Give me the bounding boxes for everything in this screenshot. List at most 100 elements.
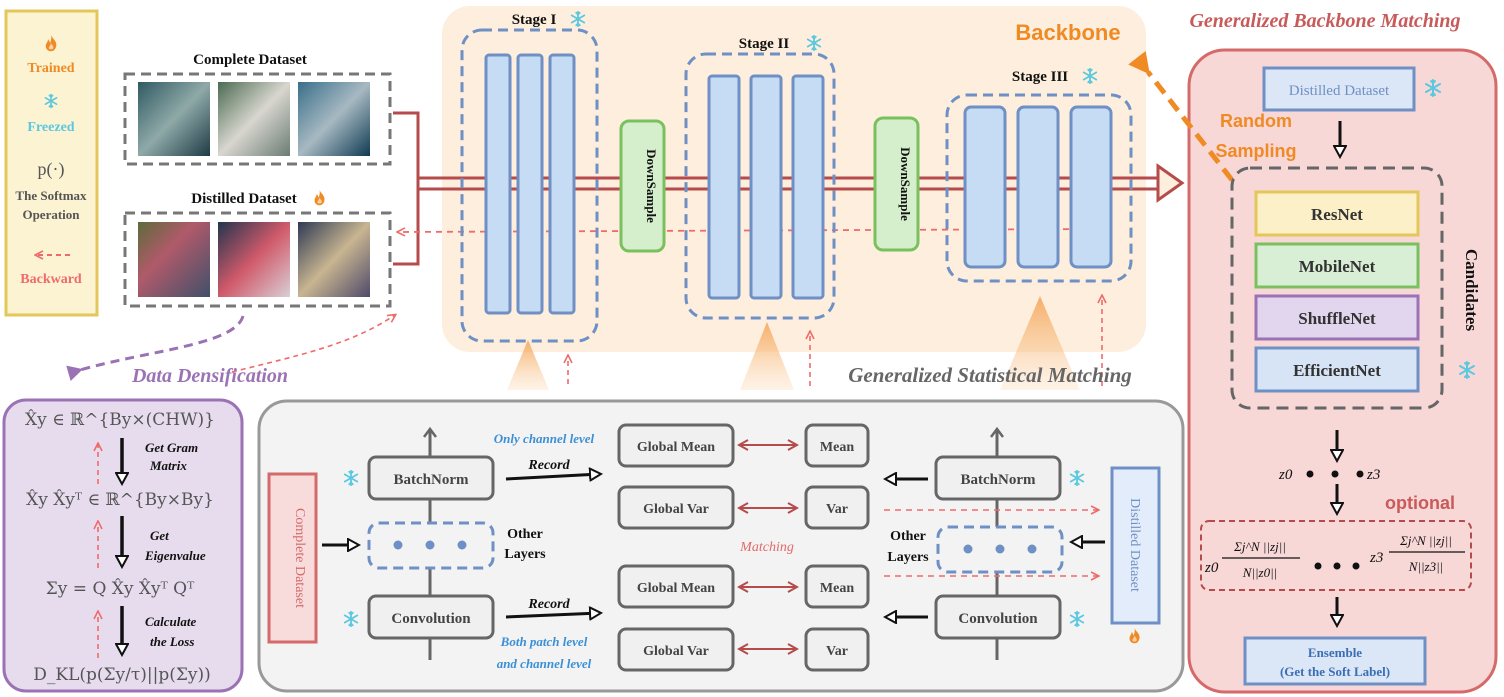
global-mean-box-bottom xyxy=(617,564,735,609)
stat-distilled-dataset-label: Distilled Dataset xyxy=(1127,498,1142,592)
downsample-label-2: DownSample xyxy=(898,147,913,221)
matching-cone-2 xyxy=(740,322,794,390)
forward-flow-arrowhead xyxy=(1156,163,1185,203)
norm-den-0: N||z0|| xyxy=(1242,565,1278,580)
distilled-image-1 xyxy=(138,222,210,297)
stage2-title: Stage II xyxy=(739,36,790,52)
left-convolution-label: Convolution xyxy=(391,611,471,627)
only-channel-note: Only channel level xyxy=(494,431,595,446)
right-other-layers-line1: Other xyxy=(890,529,926,544)
downsample-block-1 xyxy=(619,119,666,253)
global-var-label-top: Global Var xyxy=(643,502,709,517)
complete-image-2 xyxy=(218,82,290,156)
ellipsis-dot xyxy=(1333,562,1341,570)
candidates-label: Candidates xyxy=(1462,249,1481,332)
stage3-block xyxy=(1016,105,1060,269)
ellipsis-dot xyxy=(457,540,467,550)
ellipsis-dot xyxy=(393,540,403,550)
var-label-bottom: Var xyxy=(826,644,848,659)
right-convolution-label: Convolution xyxy=(958,611,1038,627)
backbone-title: Backbone xyxy=(1015,20,1120,45)
formula-gram-matrix: X̂y X̂yᵀ ∈ ℝ^{By×By} xyxy=(26,490,214,510)
matching-cone-1 xyxy=(507,340,549,390)
step-get-gram-line2: Matrix xyxy=(149,458,187,473)
statistical-matching-title: Generalized Statistical Matching xyxy=(848,363,1132,387)
var-box-top xyxy=(804,485,870,530)
record-label-top: Record xyxy=(527,458,570,473)
right-batchnorm-block xyxy=(934,455,1062,501)
ellipsis-dot xyxy=(1314,562,1322,570)
norm-z3: z3 xyxy=(1369,550,1383,566)
ensemble-line1: Ensemble xyxy=(1308,645,1362,660)
norm-num-0: Σj^N ||zj|| xyxy=(1233,539,1286,554)
stage2-block xyxy=(749,74,783,300)
distilled-dataset-title: Distilled Dataset xyxy=(191,191,296,207)
ellipsis-dot xyxy=(1027,544,1037,554)
legend-box xyxy=(4,9,99,317)
candidate-box-efficientnet xyxy=(1254,346,1420,393)
densification-arrow xyxy=(66,315,245,381)
mean-box-bottom xyxy=(804,564,870,609)
fire-icon xyxy=(314,189,325,206)
stage1-box xyxy=(460,28,599,343)
step-get-gram-line1: Get Gram xyxy=(145,440,198,455)
ellipsis-dot xyxy=(1352,562,1360,570)
record-arrow-top xyxy=(505,474,600,479)
candidate-label-mobilenet: MobileNet xyxy=(1299,257,1376,276)
legend-trained: Trained xyxy=(27,61,74,76)
global-mean-label-bottom: Global Mean xyxy=(637,581,715,596)
both-levels-note-line1: Both patch level xyxy=(500,634,588,649)
formula-kl-loss: D_KL(p(Σy/τ)||p(Σy)) xyxy=(33,665,211,685)
mean-label-top: Mean xyxy=(820,440,854,455)
mean-box-top xyxy=(804,423,870,468)
random-sampling-arrow xyxy=(1128,51,1234,182)
global-var-box-bottom xyxy=(617,627,735,672)
matching-cone-3 xyxy=(1000,296,1080,390)
stage2-box xyxy=(684,52,836,320)
stage3-block xyxy=(963,105,1007,269)
var-label-top: Var xyxy=(826,502,848,517)
complete-image-3 xyxy=(298,82,370,156)
logit-z3: z3 xyxy=(1366,467,1380,483)
left-other-layers-line1: Other xyxy=(507,527,543,542)
left-batchnorm-block xyxy=(367,455,495,501)
candidate-label-shufflenet: ShuffleNet xyxy=(1298,309,1376,328)
ensemble-line2: (Get the Soft Label) xyxy=(1280,664,1390,679)
distilled-image-3 xyxy=(298,222,370,297)
optional-label: optional xyxy=(1385,493,1455,513)
gbm-distilled-dataset-label: Distilled Dataset xyxy=(1289,83,1390,99)
ellipsis-dot xyxy=(1356,470,1364,478)
ellipsis-dot xyxy=(963,544,973,554)
ellipsis-dot xyxy=(1306,470,1314,478)
norm-num-3: Σj^N ||zj|| xyxy=(1399,533,1452,548)
random-sampling-line1: Random xyxy=(1220,111,1292,131)
candidate-box-mobilenet xyxy=(1254,242,1420,289)
formula-eigenvalue: Σy = Q X̂y X̂yᵀ Qᵀ xyxy=(46,579,195,599)
legend-freezed: Freezed xyxy=(27,120,74,135)
gbm-distilled-dataset-box xyxy=(1262,66,1416,112)
formula-gram-input: X̂y ∈ ℝ^{By×(CHW)} xyxy=(25,410,215,430)
step-get-eigen-line1: Get xyxy=(150,528,169,543)
ensemble-box xyxy=(1243,636,1427,686)
downsample-block-2 xyxy=(873,116,920,252)
random-sampling-line2: Sampling xyxy=(1215,141,1296,161)
ellipsis-dot xyxy=(995,544,1005,554)
norm-z0: z0 xyxy=(1204,560,1219,576)
step-calc-loss-line1: Calculate xyxy=(145,614,197,629)
ellipsis-dot xyxy=(425,540,435,550)
candidate-box-resnet xyxy=(1254,190,1420,237)
norm-den-3: N||z3|| xyxy=(1408,559,1444,574)
global-mean-label-top: Global Mean xyxy=(637,440,715,455)
stat-complete-dataset-label: Complete Dataset xyxy=(292,508,307,608)
left-batchnorm-label: BatchNorm xyxy=(394,472,469,488)
legend-backward: Backward xyxy=(20,272,82,287)
gbm-title: Generalized Backbone Matching xyxy=(1189,10,1460,32)
step-calc-loss-line2: the Loss xyxy=(150,634,194,649)
logit-z0: z0 xyxy=(1278,467,1293,483)
densification-title: Data Densification xyxy=(131,365,288,387)
left-other-layers-line2: Layers xyxy=(504,547,546,562)
legend-softmax-symbol: p(·) xyxy=(38,159,65,180)
complete-dataset-title: Complete Dataset xyxy=(193,52,307,68)
right-other-layers-line2: Layers xyxy=(887,550,929,565)
record-label-bottom: Record xyxy=(527,597,570,612)
